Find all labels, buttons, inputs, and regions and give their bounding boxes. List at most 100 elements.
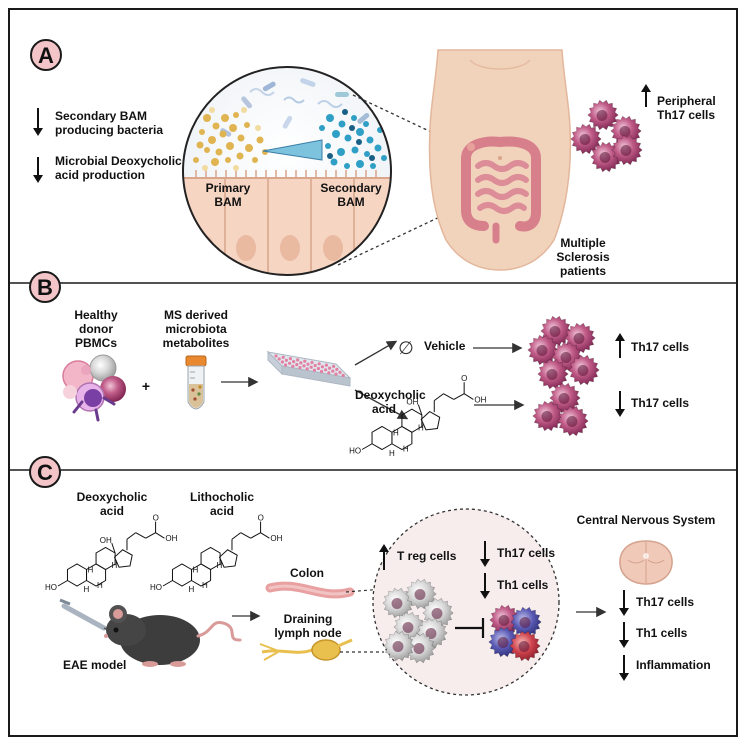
panel-b-letter: B: [37, 275, 53, 300]
atom-label: OH: [474, 395, 486, 404]
primary-bam-line2: BAM: [214, 195, 241, 209]
atom-label: HO: [45, 583, 57, 592]
well: [281, 355, 285, 359]
atom-label: H: [389, 449, 395, 458]
well: [310, 360, 314, 365]
down-arrow-icon: [33, 175, 43, 183]
ms-patients-line3: patients: [560, 264, 606, 278]
bond: [155, 532, 165, 539]
well: [335, 367, 339, 371]
well: [309, 365, 313, 369]
well: [320, 365, 324, 369]
th17-cell: [564, 322, 596, 354]
conversion-wedge-icon: [262, 139, 323, 161]
th17-th1-cell-cluster: [488, 604, 542, 662]
atom-label: O: [153, 514, 159, 523]
th17-up-label: Th17 cells: [631, 340, 689, 354]
donor-line1: Healthy: [74, 308, 118, 322]
bond: [443, 393, 455, 400]
down-arrow-icon: [480, 559, 490, 567]
well: [338, 370, 342, 374]
atom-label: H: [418, 424, 424, 433]
dca-b-line2: acid: [372, 402, 396, 416]
atom-label: O: [258, 514, 264, 523]
bond: [145, 532, 156, 539]
panel-c: C Deoxycholic acid Lithocholic acid OOHH…: [29, 456, 716, 696]
th17-cell: [611, 134, 643, 166]
brain-icon: [619, 540, 673, 585]
th1-cns-label: Th1 cells: [636, 626, 688, 640]
bond: [417, 404, 423, 416]
pbmc-cells: [62, 354, 126, 422]
well: [303, 359, 307, 363]
atom-label: OH: [270, 534, 282, 543]
metab-line2: microbiota: [165, 322, 227, 336]
arrow: [354, 389, 409, 420]
th17-cell: [587, 99, 619, 131]
th17-cell: [532, 400, 564, 432]
lca-line2: acid: [210, 504, 234, 518]
primary-bam-line1: Primary: [206, 181, 251, 195]
lymph-node-icon: [259, 638, 353, 661]
well: [334, 372, 338, 376]
atom-label: H: [97, 581, 103, 590]
well: [316, 366, 320, 371]
atom-label: H: [189, 585, 195, 594]
bond: [463, 393, 474, 400]
bond: [240, 532, 251, 539]
atom-label: HO: [349, 447, 361, 456]
well: [305, 367, 309, 371]
bond: [231, 532, 242, 540]
th17-cns-label: Th17 cells: [636, 595, 694, 609]
atom-label: O: [461, 374, 467, 383]
th17-cell: [568, 354, 600, 386]
gut-zoom-circle: Primary BAM Secondary BAM: [182, 66, 392, 276]
down-arrow-icon: [619, 608, 629, 616]
well: [277, 357, 281, 361]
th17-down-label: Th17 cells: [631, 396, 689, 410]
dca-b-line1: Deoxycholic: [355, 388, 426, 402]
treg-cell: [404, 632, 436, 664]
secondary-bam-dots-dark: [327, 109, 375, 161]
microbial-dca-line1: Microbial Deoxycholic: [55, 154, 182, 168]
peripheral-line1: Peripheral: [657, 94, 716, 108]
atom-label: H: [84, 585, 90, 594]
atom-label: H: [393, 428, 399, 437]
atom-label: HO: [150, 583, 162, 592]
panel-b-badge: [29, 271, 61, 303]
well: [317, 362, 321, 366]
lca-line1: Lithocholic: [190, 490, 254, 504]
peripheral-line2: Th17 cells: [657, 108, 715, 122]
th1-mid-label: Th1 cells: [497, 578, 549, 592]
bond: [126, 532, 137, 540]
bond: [361, 443, 373, 450]
eae-model-label: EAE model: [63, 658, 126, 672]
well-plate-icon: [266, 350, 352, 387]
well: [341, 373, 345, 377]
torso-illustration: [428, 49, 572, 271]
colon-label: Colon: [290, 566, 324, 580]
ms-patients-line1: Multiple: [560, 236, 606, 250]
well: [328, 366, 332, 370]
well: [313, 363, 317, 368]
empty-set-icon: ∅: [398, 338, 414, 358]
th1-cell: [488, 626, 520, 658]
bond: [250, 532, 261, 539]
metabolite-tube-icon: [185, 355, 207, 410]
bond: [57, 580, 68, 587]
th17-cell: [570, 123, 602, 155]
atom-label: H: [88, 566, 94, 575]
inflammation-label: Inflammation: [636, 658, 711, 672]
panel-a-letter: A: [38, 43, 54, 68]
cns-label: Central Nervous System: [577, 513, 716, 527]
atom-label: OH: [406, 398, 418, 407]
th17-mid-label: Th17 cells: [497, 546, 555, 560]
atom-label: H: [403, 444, 409, 453]
secondary-bam-label-line1: Secondary: [320, 181, 382, 195]
ring: [218, 549, 238, 568]
panel-c-badge: [29, 456, 61, 488]
